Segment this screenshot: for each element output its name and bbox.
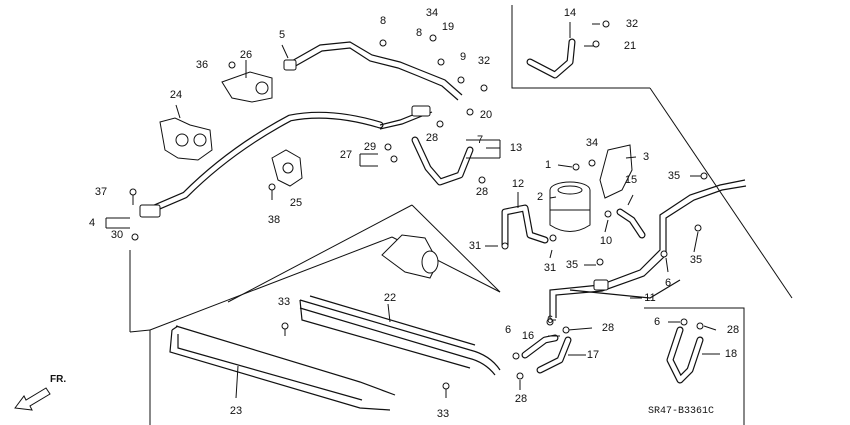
part-label-35b: 35: [566, 259, 578, 271]
hose-15: [616, 208, 646, 239]
part-label-33b: 33: [437, 408, 449, 420]
direction-arrow: FR.: [14, 374, 66, 411]
part-label-22: 22: [384, 292, 396, 304]
reservoir-2: [549, 181, 591, 232]
part-label-17: 17: [587, 349, 599, 361]
bracket-3: [599, 144, 633, 199]
part-label-30: 30: [111, 229, 123, 241]
part-label-25: 25: [290, 197, 302, 209]
part-label-8a: 8: [380, 15, 386, 27]
part-label-21: 21: [624, 40, 636, 52]
part-label-28e: 28: [727, 324, 739, 336]
part-label-6c: 6: [505, 324, 511, 336]
hose-16-17: [521, 334, 572, 374]
part-label-38: 38: [268, 214, 280, 226]
part-label-31b: 31: [544, 262, 556, 274]
high-pressure-hose: [139, 105, 433, 218]
leader-lines: [105, 22, 720, 399]
hose-12: [501, 204, 549, 249]
part-label-15: 15: [625, 174, 637, 186]
part-label-34b: 34: [586, 137, 598, 149]
part-label-34a: 34: [426, 7, 438, 19]
part-label-32a: 32: [478, 55, 490, 67]
part-label-10: 10: [600, 235, 612, 247]
clamp-24: [159, 117, 213, 161]
part-label-28c: 28: [602, 322, 614, 334]
part-label-6a: 6: [665, 277, 671, 289]
part-label-23: 23: [230, 405, 242, 417]
part-label-35a: 35: [668, 170, 680, 182]
part-label-14: 14: [564, 7, 576, 19]
diagram-code: SR47-B3361C: [648, 406, 714, 417]
part-label-3: 3: [643, 151, 649, 163]
part-label-2: 2: [537, 191, 543, 203]
pump-bracket: [381, 234, 439, 279]
part-label-6d: 6: [654, 316, 660, 328]
part-label-27: 27: [340, 149, 352, 161]
part-label-8b: 8: [416, 27, 422, 39]
part-label-24: 24: [170, 89, 182, 101]
part-label-36: 36: [196, 59, 208, 71]
part-label-4: 4: [89, 217, 95, 229]
part-label-35c: 35: [690, 254, 702, 266]
part-label-18: 18: [725, 348, 737, 360]
part-label-33a: 33: [278, 296, 290, 308]
inset-frames: [129, 5, 793, 425]
part-label-31a: 31: [469, 240, 481, 252]
hose-18: [666, 326, 704, 384]
hose-13: [411, 136, 474, 186]
clamp-25: [271, 149, 303, 187]
part-label-28b: 28: [476, 186, 488, 198]
part-label-26: 26: [240, 49, 252, 61]
part-label-32b: 32: [626, 18, 638, 30]
part-label-37: 37: [95, 186, 107, 198]
part-label-28a: 28: [426, 132, 438, 144]
part-label-19: 19: [442, 21, 454, 33]
part-label-12: 12: [512, 178, 524, 190]
part-label-16: 16: [522, 330, 534, 342]
part-label-13: 13: [510, 142, 522, 154]
part-label-28d: 28: [515, 393, 527, 405]
part-label-9: 9: [460, 51, 466, 63]
cooler-22: [299, 295, 501, 376]
part-label-6b: 6: [547, 314, 553, 326]
hose-14: [526, 38, 576, 79]
part-label-20: 20: [480, 109, 492, 121]
part-label-7: 7: [477, 134, 483, 146]
bracket-26: [221, 71, 273, 103]
pipe-5: [283, 41, 463, 101]
fasteners: [129, 20, 708, 398]
part-label-29: 29: [364, 141, 376, 153]
part-number-labels: 1 2 3 4 5 6 6 6 6 7 8 8 9 10 11 12 13 14…: [89, 7, 739, 420]
part-label-11: 11: [644, 292, 655, 304]
part-label-5: 5: [279, 29, 285, 41]
cooler-23: [169, 325, 396, 411]
direction-label: FR.: [50, 374, 66, 385]
part-label-1: 1: [545, 159, 551, 171]
